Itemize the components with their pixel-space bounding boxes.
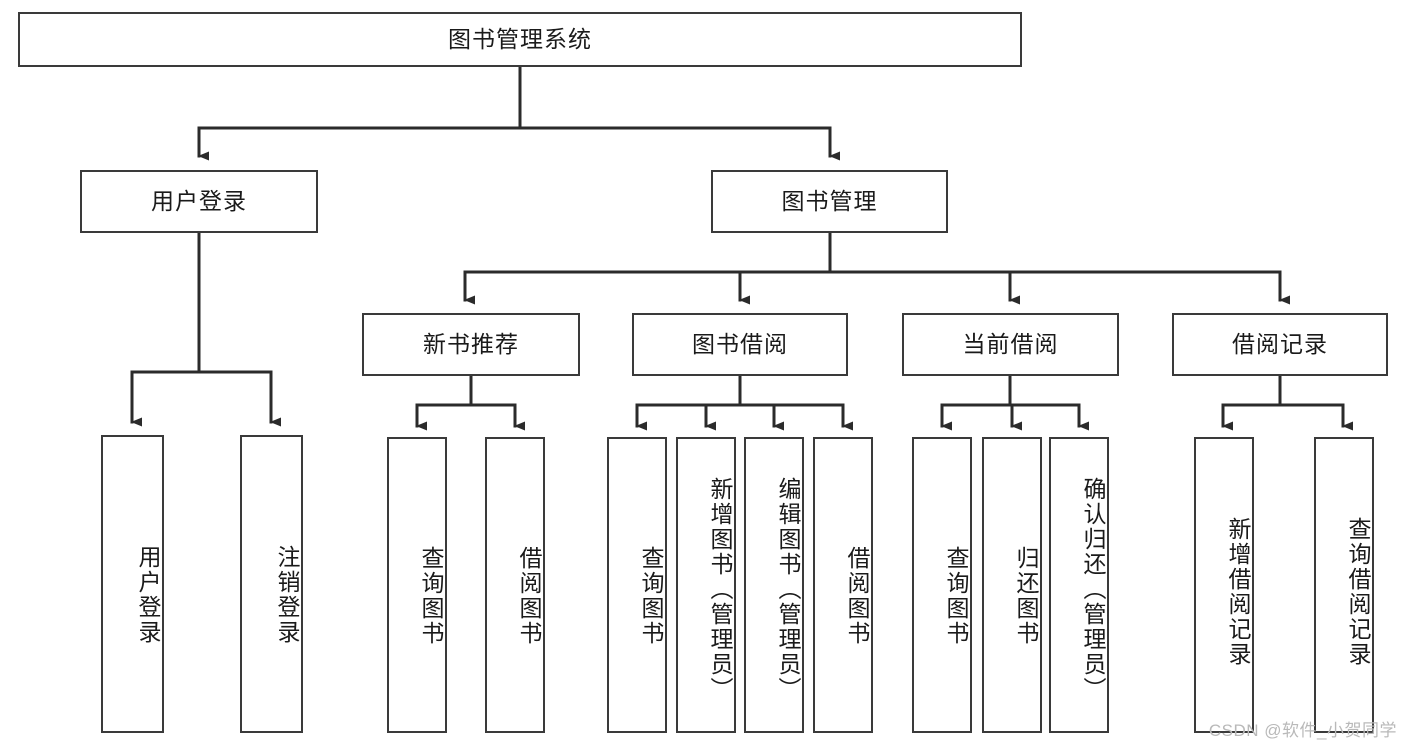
node-label: 查询图书 [418, 546, 444, 646]
node-book-borrow[interactable]: 图书借阅 [632, 313, 848, 376]
node-borrow-record[interactable]: 借阅记录 [1172, 313, 1388, 376]
node-root-system[interactable]: 图书管理系统 [18, 12, 1022, 67]
node-label: 用户登录 [151, 187, 247, 214]
node-label: 编辑图书（管理员） [775, 476, 801, 702]
node-label: 查询图书 [943, 546, 969, 646]
node-label: 新增借阅记录 [1225, 517, 1251, 667]
leaf-new-book-query-book[interactable]: 查询图书 [387, 437, 447, 733]
leaf-user-login-logout[interactable]: 注销登录 [240, 435, 303, 733]
node-label: 图书管理 [781, 187, 878, 214]
node-label: 新书推荐 [423, 330, 519, 357]
node-label: 当前借阅 [962, 330, 1059, 357]
leaf-book-borrow-add-book[interactable]: 新增图书（管理员） [676, 437, 736, 733]
leaf-new-book-borrow-book[interactable]: 借阅图书 [485, 437, 545, 733]
leaf-borrow-record-query-record[interactable]: 查询借阅记录 [1314, 437, 1374, 733]
node-current-borrow[interactable]: 当前借阅 [902, 313, 1119, 376]
leaf-user-login-login[interactable]: 用户登录 [101, 435, 164, 733]
node-label: 图书管理系统 [448, 25, 592, 52]
node-label: 借阅记录 [1232, 330, 1328, 357]
node-label: 归还图书 [1013, 546, 1039, 646]
node-book-management[interactable]: 图书管理 [711, 170, 948, 233]
node-label: 用户登录 [135, 545, 161, 645]
leaf-current-borrow-return-book[interactable]: 归还图书 [982, 437, 1042, 733]
csdn-watermark: CSDN @软件_小贺同学 [1208, 721, 1397, 740]
leaf-book-borrow-query-book[interactable]: 查询图书 [607, 437, 667, 733]
leaf-current-borrow-query-book[interactable]: 查询图书 [912, 437, 972, 733]
node-label: 图书借阅 [692, 330, 788, 357]
node-label: 查询借阅记录 [1345, 517, 1371, 667]
node-new-book-recommend[interactable]: 新书推荐 [362, 313, 580, 376]
node-label: 借阅图书 [844, 546, 870, 646]
node-label: 查询图书 [638, 546, 664, 646]
leaf-book-borrow-edit-book[interactable]: 编辑图书（管理员） [744, 437, 804, 733]
leaf-book-borrow-borrow-book[interactable]: 借阅图书 [813, 437, 873, 733]
node-label: 确认归还（管理员） [1080, 476, 1106, 702]
node-label: 注销登录 [274, 545, 300, 645]
node-user-login[interactable]: 用户登录 [80, 170, 318, 233]
leaf-borrow-record-add-record[interactable]: 新增借阅记录 [1194, 437, 1254, 733]
node-label: 新增图书（管理员） [707, 476, 733, 702]
node-label: 借阅图书 [516, 546, 542, 646]
leaf-current-borrow-confirm-return[interactable]: 确认归还（管理员） [1049, 437, 1109, 733]
